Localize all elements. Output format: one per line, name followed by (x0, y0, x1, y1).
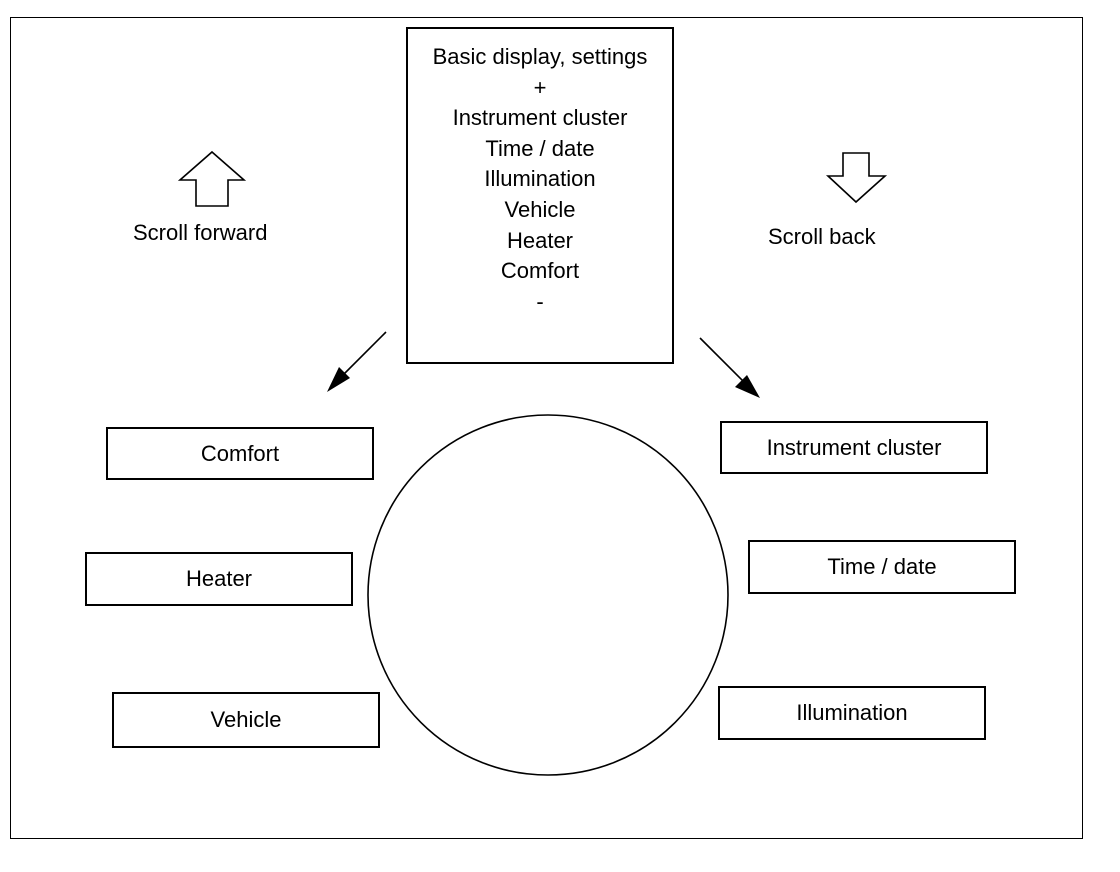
diagram-frame (10, 17, 1083, 839)
main-box-line: Comfort (500, 258, 580, 284)
scroll-back-label: Scroll back (768, 224, 876, 249)
menu-box-comfort: Comfort (106, 427, 374, 480)
main-box-line: Heater (506, 227, 574, 253)
scroll-forward-label: Scroll forward (133, 220, 268, 245)
menu-box-heater: Heater (85, 552, 353, 606)
main-box-line: Basic display, settings (432, 44, 648, 69)
menu-box-time-date: Time / date (748, 540, 1016, 594)
scroll-forward-arrow-icon (177, 150, 247, 207)
menu-box-instrument-cluster: Instrument cluster (720, 421, 988, 474)
arrow-to-comfort-icon (327, 331, 387, 392)
main-box-line: Time / date (485, 135, 595, 161)
main-box-line: Instrument cluster (452, 105, 628, 131)
menu-box-illumination: Illumination (718, 686, 986, 740)
main-box-line: Illumination (484, 166, 596, 192)
arrow-to-instrument-cluster-icon (699, 337, 760, 398)
main-box-line: + (533, 74, 547, 100)
scroll-back-arrow-icon (825, 152, 888, 204)
main-box-line: Vehicle (504, 196, 576, 222)
menu-box-vehicle: Vehicle (112, 692, 380, 748)
main-box-line: - (536, 288, 544, 314)
cycle-circle (367, 414, 729, 776)
main-menu-box: Basic display, settings + Instrument clu… (406, 27, 674, 364)
